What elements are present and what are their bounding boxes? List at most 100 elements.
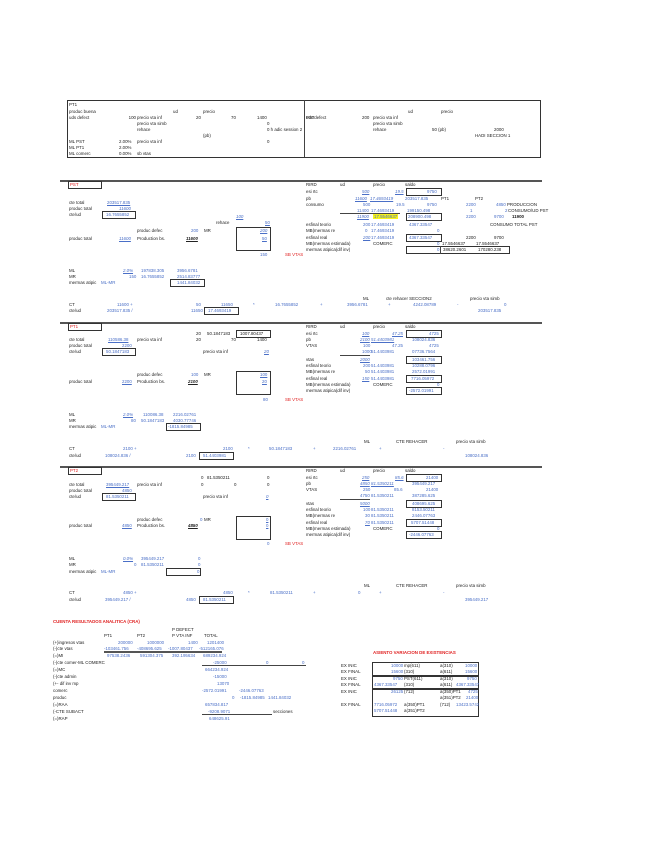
- label: precio vta inf: [137, 337, 162, 342]
- ledger-saldo: 0: [437, 247, 440, 252]
- value: 150: [129, 274, 137, 279]
- label: produc defec: [137, 228, 163, 233]
- asiento-c2: a(351)PT2: [440, 695, 461, 700]
- ledger-label: mermas atipica(dif inv): [306, 247, 351, 252]
- label: Production bs.: [137, 523, 166, 528]
- label: precio vta simb: [137, 121, 167, 126]
- saldo-box: [406, 375, 442, 383]
- ledger-ud: 70: [365, 520, 370, 525]
- label: cte/ud: [69, 308, 81, 313]
- saldo-box: [406, 387, 442, 395]
- ledger-ud: 5000: [360, 501, 370, 506]
- value: 2216.02761: [173, 412, 197, 417]
- label: ML: [69, 412, 76, 417]
- value: 0: [358, 590, 361, 595]
- value: 4850: [122, 523, 132, 528]
- value: 4850: [186, 597, 196, 602]
- saldo-box: [406, 519, 442, 527]
- label: cte/ud: [69, 597, 81, 602]
- pt1-title-box: [68, 323, 102, 331]
- op: *: [248, 446, 250, 451]
- cra-row-label: (-)cte admin: [53, 674, 77, 679]
- top-box: [236, 330, 271, 338]
- ledger-precio: 51.4403981: [371, 369, 395, 374]
- asiento-c1: a(351)PT2: [404, 708, 425, 713]
- asiento-v2: 9750: [467, 676, 477, 681]
- asiento-c1: a(350)PT1: [404, 702, 425, 707]
- mr-box: [236, 516, 271, 540]
- value: 1400: [257, 337, 267, 342]
- value: 81.5350211: [270, 590, 293, 595]
- value: 11650: [221, 302, 233, 307]
- label: MR: [69, 418, 76, 423]
- ledger-precio: 51.4403981: [371, 349, 395, 354]
- cra-cell: 1400: [188, 640, 198, 645]
- ledger-saldo: 203517.835: [405, 196, 429, 201]
- value: 203517.835: [107, 200, 131, 205]
- ledger-ud: 100: [363, 343, 371, 348]
- ledger-label: pb: [306, 481, 311, 486]
- ledger-precio: 47.25: [392, 331, 403, 336]
- cra-row-label: (-)cte vtas: [53, 646, 73, 651]
- ledger-label: esi rtc: [306, 331, 318, 336]
- saldo-box: [406, 213, 442, 221]
- value: 0: [267, 121, 270, 126]
- label: PT1: [441, 196, 450, 201]
- value: 50: [262, 236, 267, 241]
- cra-cell: 0: [266, 660, 269, 665]
- value: 197838.305: [141, 268, 165, 273]
- ledger-precio: 17.4693419: [371, 235, 395, 240]
- value: 2514.83777: [177, 274, 201, 279]
- ledger-label: VTAS: [306, 487, 318, 492]
- ledger-head: ud: [340, 182, 345, 187]
- asiento-v1: 9750: [393, 676, 403, 681]
- asiento-v1: 7716.05972: [374, 702, 398, 707]
- value: 11900: [512, 214, 524, 219]
- value: 2100: [223, 446, 233, 451]
- value: 200: [362, 115, 370, 120]
- params-left-title: PT1: [69, 102, 78, 107]
- ledger-label: esi rtc: [306, 189, 318, 194]
- label: precio vta inf: [137, 139, 162, 144]
- cra-cell: 1201400: [207, 640, 225, 645]
- asiento-v1: 5707.51448: [374, 708, 398, 713]
- cra-cell: -1815.84985: [240, 695, 265, 700]
- cteud-box: [199, 452, 234, 460]
- ledger-ud: 500: [362, 189, 370, 194]
- cra-cell: 664234.924: [205, 667, 229, 672]
- asiento-tipo: EX FINAL: [341, 682, 361, 687]
- asiento-v2: 15600: [465, 669, 478, 674]
- cra-cell: 1441.84032: [268, 695, 292, 700]
- label: mermas atipic: [69, 280, 97, 285]
- value: 2000: [494, 127, 504, 132]
- asiento-c1: (310): [404, 682, 415, 687]
- ledger-saldo: 7716.05972: [411, 376, 435, 381]
- section-divider: [60, 180, 542, 182]
- value: 0: [267, 482, 270, 487]
- ledger-ud: 50: [365, 369, 370, 374]
- cra-head: PT2: [137, 633, 146, 638]
- ledger-head: saldo: [405, 468, 416, 473]
- ledger-ud: 100: [362, 331, 370, 336]
- value: 0: [201, 475, 204, 480]
- asiento-v1: 10000: [391, 663, 404, 668]
- op: *: [253, 302, 255, 307]
- saldo-box: [406, 474, 442, 482]
- asiento-tipo: EX FINAL: [341, 669, 361, 674]
- value: 200: [260, 228, 268, 233]
- value: 11600 +: [117, 302, 133, 307]
- asiento-c2: a(350)PT1: [440, 689, 461, 694]
- mermas-box: [166, 423, 201, 431]
- value: 2100: [186, 453, 196, 458]
- label: (pb): [203, 133, 211, 138]
- cra-head: PT1: [104, 633, 113, 638]
- ledger-head: ud: [340, 324, 345, 329]
- ledger-ud: 250: [363, 487, 371, 492]
- value: 16.7655852: [141, 274, 165, 279]
- label: cte rehacer SECCION2: [386, 296, 432, 301]
- pst-title: PST: [70, 182, 79, 187]
- ledger-ud: 150: [362, 376, 370, 381]
- cra-row-label: (+- dif inv mp: [53, 681, 79, 686]
- cra-cell: 657834.817: [205, 702, 229, 707]
- ledger-ud: 500: [363, 202, 371, 207]
